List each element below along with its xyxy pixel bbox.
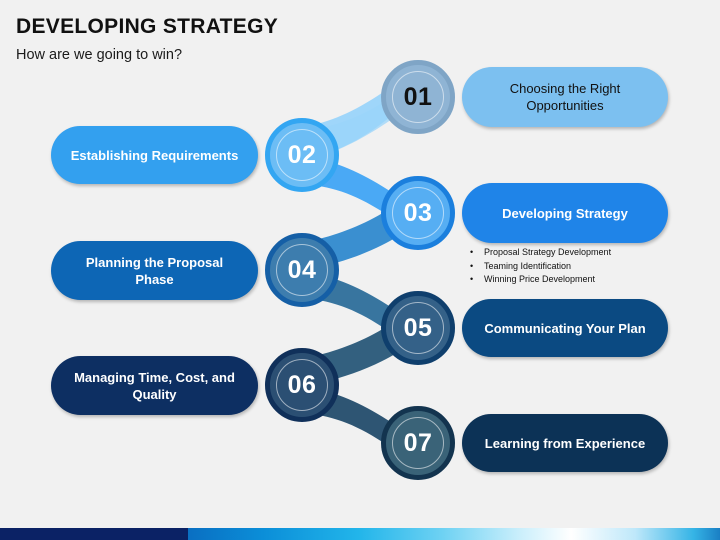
node-circle-07[interactable]: 07 (381, 406, 455, 480)
node-pill-06[interactable]: Managing Time, Cost, and Quality (51, 356, 258, 415)
bullet-icon: • (470, 260, 474, 271)
node-pill-02[interactable]: Establishing Requirements (51, 126, 258, 184)
bottom-accent-bar (0, 528, 720, 540)
node-label-06: Managing Time, Cost, and Quality (74, 369, 235, 402)
list-item: • Proposal Strategy Development (470, 246, 690, 260)
node-number-06: 06 (287, 370, 317, 399)
list-item: • Teaming Identification (470, 260, 690, 274)
node-circle-05[interactable]: 05 (381, 291, 455, 365)
node-number-01: 01 (403, 82, 433, 111)
bottom-bar-navy-segment (0, 528, 188, 540)
node-label-05: Communicating Your Plan (484, 320, 646, 336)
page-title: DEVELOPING STRATEGY (16, 15, 279, 38)
node-label-01: Choosing the Right Opportunities (509, 81, 621, 113)
bullet-text: Proposal Strategy Development (484, 247, 612, 257)
node-number-07: 07 (403, 428, 433, 457)
node-pill-05[interactable]: Communicating Your Plan (462, 299, 668, 357)
node-circle-02[interactable]: 02 (265, 118, 339, 192)
node-circle-04[interactable]: 04 (265, 233, 339, 307)
node-pill-07[interactable]: Learning from Experience (462, 414, 668, 472)
node-number-03: 03 (403, 198, 433, 227)
node-circle-01[interactable]: 01 (381, 60, 455, 134)
node-label-02: Establishing Requirements (70, 147, 239, 163)
node-circle-03[interactable]: 03 (381, 176, 455, 250)
node-pill-01[interactable]: Choosing the Right Opportunities (462, 67, 668, 127)
slide-header: DEVELOPING STRATEGY How are we going to … (16, 14, 278, 64)
node-number-05: 05 (403, 313, 433, 342)
node-label-04: Planning the Proposal Phase (85, 254, 224, 287)
node-pill-03[interactable]: Developing Strategy (462, 183, 668, 243)
node-number-04: 04 (287, 255, 317, 284)
bullet-text: Teaming Identification (484, 260, 572, 271)
list-item: • Winning Price Development (470, 273, 690, 287)
node-03-bullet-list: • Proposal Strategy Development • Teamin… (470, 246, 690, 287)
bullet-icon: • (470, 274, 474, 284)
node-number-02: 02 (287, 140, 317, 169)
page-subtitle: How are we going to win? (16, 47, 183, 63)
node-circle-06[interactable]: 06 (265, 348, 339, 422)
node-pill-04[interactable]: Planning the Proposal Phase (51, 241, 258, 300)
bullet-text: Winning Price Development (484, 274, 596, 284)
bullet-icon: • (470, 247, 474, 257)
node-label-03: Developing Strategy (502, 205, 628, 221)
node-label-07: Learning from Experience (484, 435, 646, 451)
bottom-bar-gradient-segment (188, 528, 720, 540)
